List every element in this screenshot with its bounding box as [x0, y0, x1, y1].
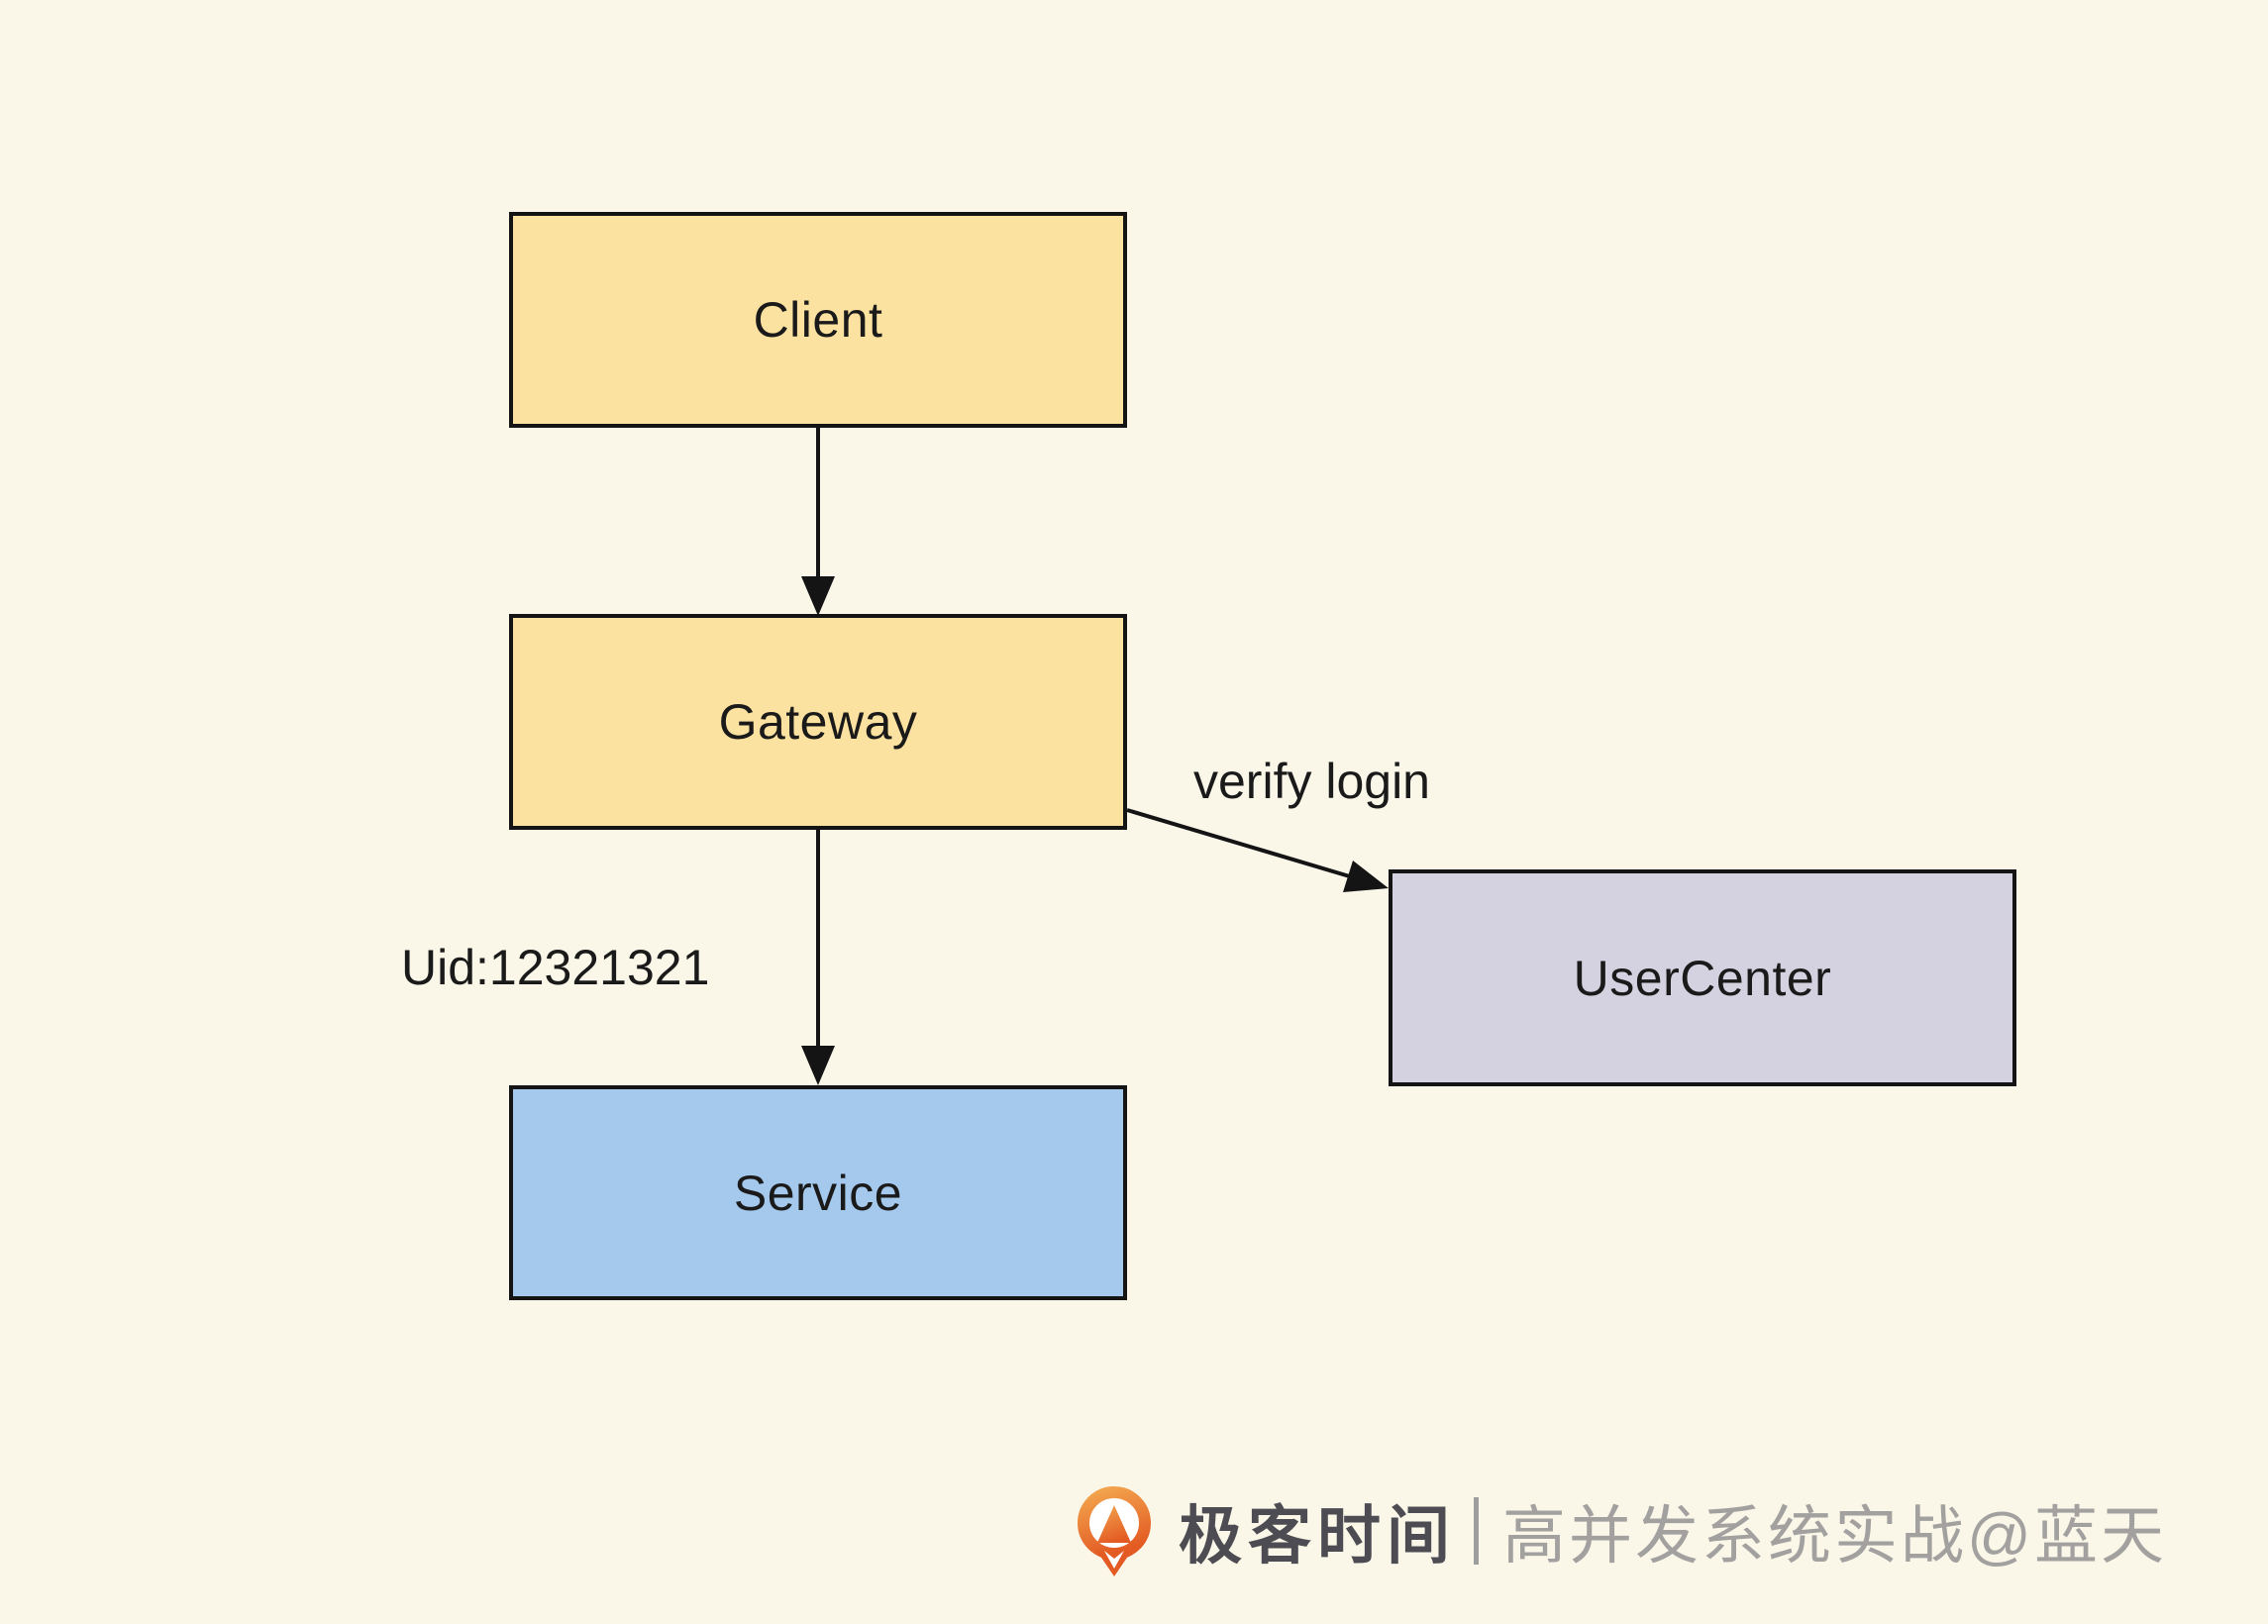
watermark-footer: 极客时间 高并发系统实战@蓝天: [1074, 1483, 2167, 1578]
node-usercenter-label: UserCenter: [1573, 950, 1832, 1006]
node-service: Service: [509, 1085, 1127, 1300]
footer-divider: [1474, 1497, 1479, 1565]
edge-label-verify-login: verify login: [1193, 754, 1430, 809]
node-client-label: Client: [753, 292, 883, 348]
node-gateway-label: Gateway: [718, 694, 918, 750]
node-client: Client: [509, 212, 1127, 428]
edge-label-uid: Uid:12321321: [401, 940, 710, 995]
edge-gateway-usercenter: [1126, 808, 1389, 892]
node-service-label: Service: [733, 1165, 903, 1221]
footer-brand-text: 极客时间: [1179, 1500, 1456, 1572]
edge-client-gateway: [801, 428, 835, 616]
node-usercenter: UserCenter: [1389, 869, 2016, 1086]
edge-gateway-service: [801, 830, 835, 1085]
geektime-logo-icon: [1078, 1486, 1151, 1576]
footer-credit-text: 高并发系统实战@蓝天: [1502, 1500, 2167, 1572]
node-gateway: Gateway: [509, 614, 1127, 830]
